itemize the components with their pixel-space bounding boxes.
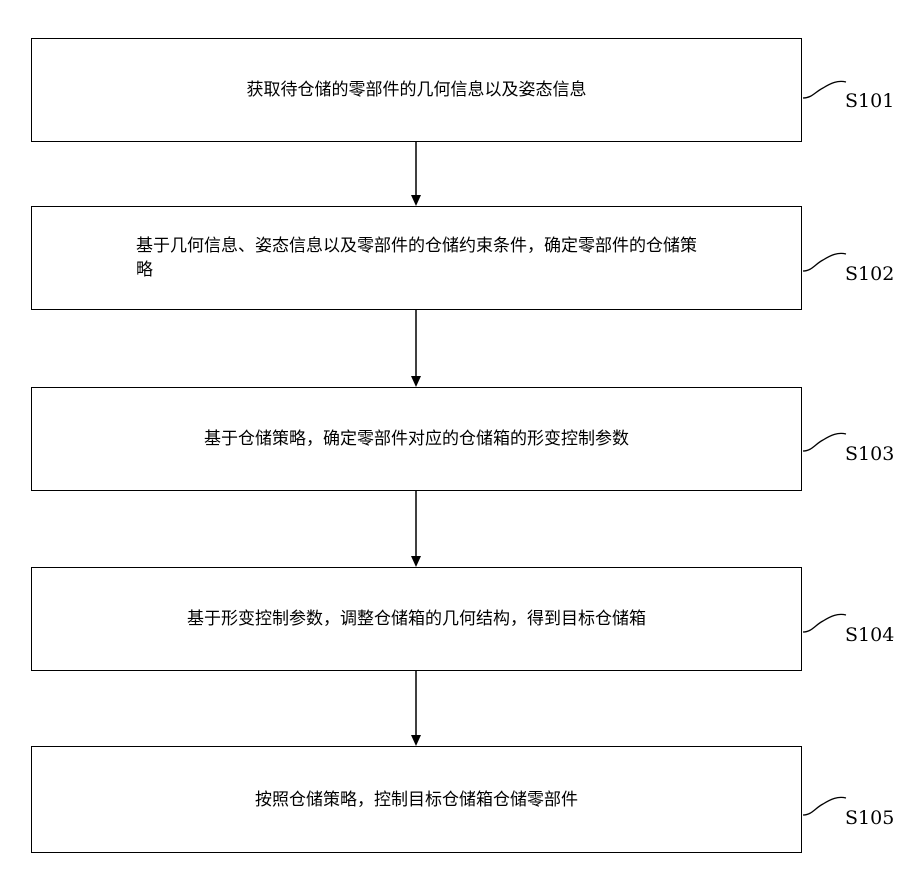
step-text-s105: 按照仓储策略，控制目标仓储箱仓储零部件 (249, 788, 584, 812)
step-label-s102: S102 (845, 263, 894, 285)
arrowhead-s104-s105 (411, 735, 421, 746)
step-box-s105: 按照仓储策略，控制目标仓储箱仓储零部件 (31, 746, 802, 853)
step-label-s104: S104 (845, 624, 894, 646)
step-text-s104: 基于形变控制参数，调整仓储箱的几何结构，得到目标仓储箱 (181, 607, 652, 631)
step-text-s103: 基于仓储策略，确定零部件对应的仓储箱的形变控制参数 (198, 427, 635, 451)
arrowhead-s101-s102 (411, 195, 421, 206)
step-label-s105: S105 (845, 807, 894, 829)
step-box-s103: 基于仓储策略，确定零部件对应的仓储箱的形变控制参数 (31, 387, 802, 491)
leader-s102 (803, 253, 846, 271)
leader-s104 (803, 614, 846, 632)
step-label-s103: S103 (845, 443, 894, 465)
step-label-s101: S101 (845, 90, 894, 112)
step-box-s101: 获取待仓储的零部件的几何信息以及姿态信息 (31, 38, 802, 142)
step-box-s102: 基于几何信息、姿态信息以及零部件的仓储约束条件，确定零部件的仓储策 略 (31, 206, 802, 310)
step-box-s104: 基于形变控制参数，调整仓储箱的几何结构，得到目标仓储箱 (31, 567, 802, 671)
leader-s101 (803, 81, 846, 98)
step-text-s102: 基于几何信息、姿态信息以及零部件的仓储约束条件，确定零部件的仓储策 略 (132, 234, 701, 282)
leader-s103 (803, 433, 846, 451)
step-text-s101: 获取待仓储的零部件的几何信息以及姿态信息 (241, 78, 593, 102)
leader-s105 (803, 797, 846, 815)
arrowhead-s103-s104 (411, 556, 421, 567)
arrowhead-s102-s103 (411, 376, 421, 387)
